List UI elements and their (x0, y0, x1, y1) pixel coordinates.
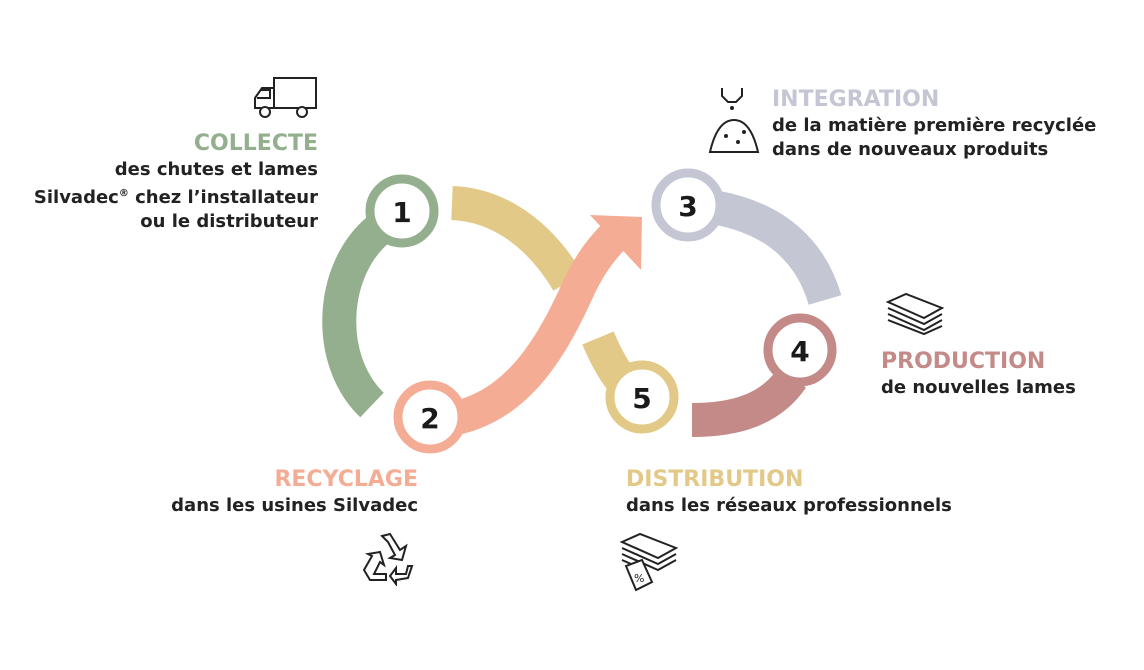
step-integration-text: INTEGRATION de la matière première recyc… (772, 86, 1096, 162)
truck-icon (254, 77, 317, 118)
svg-text:4: 4 (790, 335, 809, 368)
recycle-icon (362, 532, 414, 586)
distribution-arc-top (450, 186, 583, 291)
distribution-desc: dans les réseaux professionnels (626, 495, 952, 516)
production-title: PRODUCTION (881, 349, 1046, 374)
recyclage-arrowhead (590, 215, 642, 270)
integration-desc-2: dans de nouveaux produits (772, 139, 1049, 160)
boards-price-tag-icon: % (619, 532, 679, 592)
collecte-desc-1: des chutes et lames (114, 159, 318, 180)
svg-text:3: 3 (678, 190, 697, 223)
production-desc: de nouvelles lames (881, 377, 1076, 398)
step-distribution-text: DISTRIBUTION dans les réseaux profession… (626, 466, 952, 518)
recyclage-desc: dans les usines Silvadec (171, 495, 418, 516)
step-2-badge: 2 (393, 380, 467, 454)
integration-title: INTEGRATION (772, 87, 940, 112)
step-recyclage-text: RECYCLAGE dans les usines Silvadec (171, 466, 418, 518)
collecte-desc-2: Silvadec® chez l’installateur (33, 187, 318, 208)
step-5-badge: 5 (605, 360, 679, 434)
svg-text:5: 5 (632, 382, 651, 415)
svg-text:1: 1 (392, 196, 411, 229)
recyclage-title: RECYCLAGE (274, 467, 418, 492)
step-3-badge: 3 (651, 168, 725, 242)
svg-text:%: % (634, 572, 644, 585)
recyclage-arrow-body (442, 219, 631, 437)
step-collecte-text: COLLECTE des chutes et lames Silvadec® c… (34, 130, 318, 234)
boards-stack-icon (885, 292, 945, 336)
svg-text:2: 2 (420, 402, 439, 435)
integration-arc (714, 191, 842, 306)
collecte-title: COLLECTE (193, 131, 318, 156)
production-arc (691, 367, 807, 437)
distribution-title: DISTRIBUTION (626, 467, 804, 492)
powder-pile-icon (708, 88, 760, 153)
collecte-desc-3: ou le distributeur (140, 211, 318, 232)
step-1-badge: 1 (365, 174, 439, 248)
step-production-text: PRODUCTION de nouvelles lames (881, 348, 1076, 400)
collecte-arc (322, 216, 390, 418)
step-4-badge: 4 (763, 313, 837, 387)
integration-desc-1: de la matière première recyclée (772, 115, 1097, 136)
